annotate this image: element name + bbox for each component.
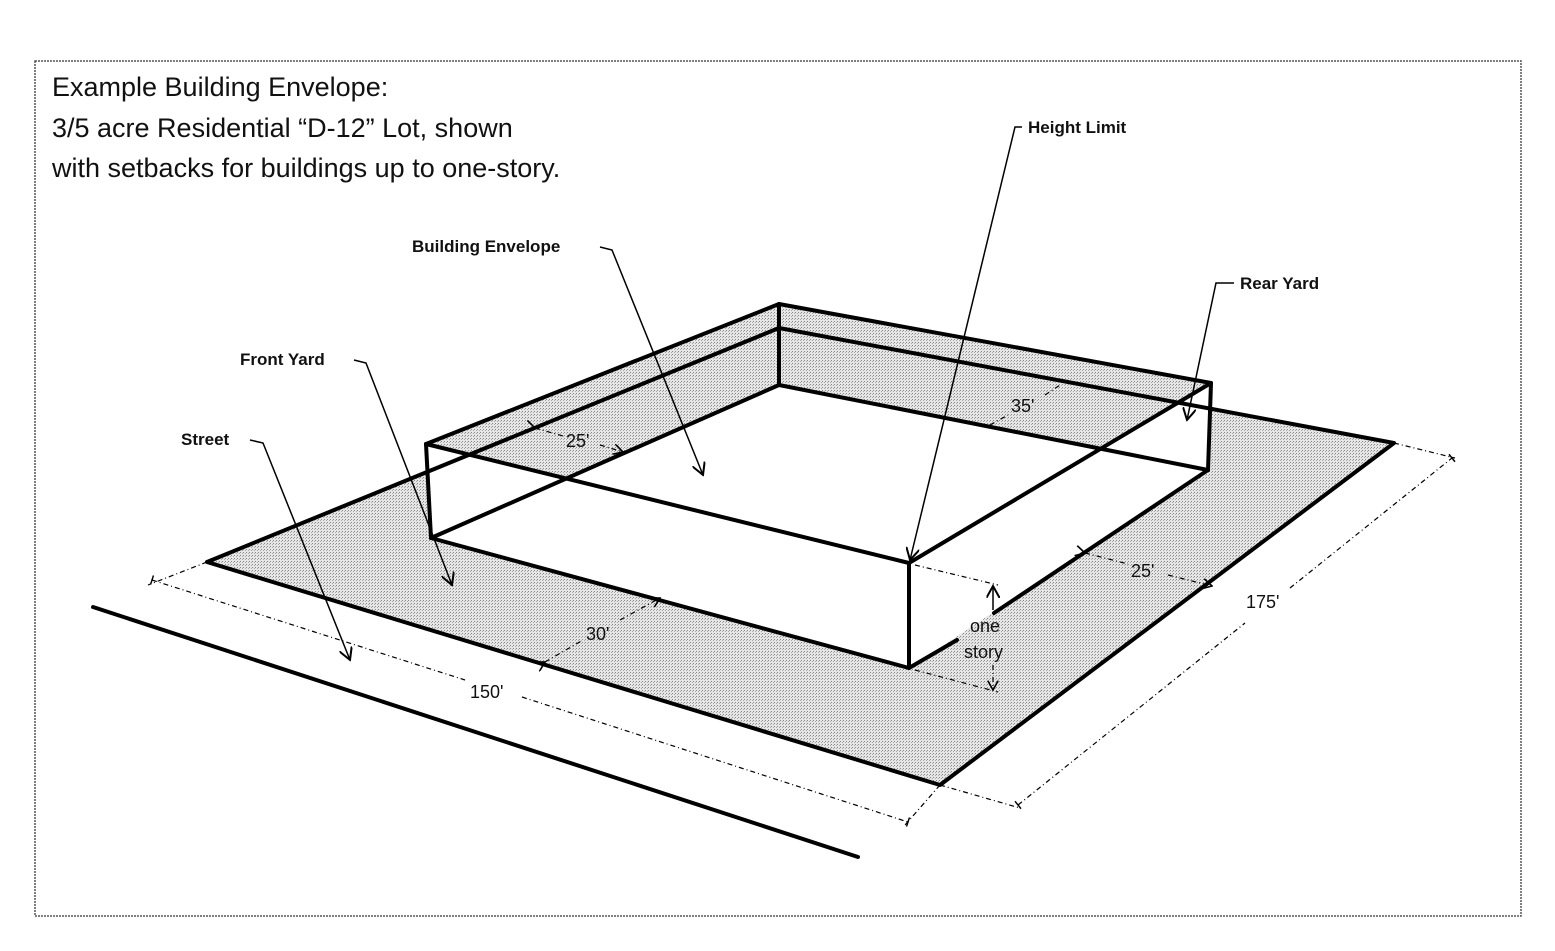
- front-yard-label: Front Yard: [240, 350, 325, 369]
- diagram-subtitle-line2: with setbacks for buildings up to one-st…: [51, 153, 560, 183]
- building-envelope-label: Building Envelope: [412, 237, 560, 256]
- height-limit-label: Height Limit: [1028, 118, 1127, 137]
- side-setback-right-label: 25': [1131, 561, 1154, 581]
- front-yard-leader: [353, 359, 452, 585]
- height-label-story: story: [964, 642, 1003, 662]
- diagram-subtitle-line1: 3/5 acre Residential “D-12” Lot, shown: [52, 113, 513, 143]
- envelope-back-wall: [779, 304, 1211, 470]
- dimension-lines: [147, 384, 1456, 827]
- lot-width-label: 150': [470, 682, 503, 702]
- rear-yard-label: Rear Yard: [1240, 274, 1319, 293]
- front-setback-label: 30': [586, 624, 609, 644]
- height-limit-leader: [910, 126, 1022, 560]
- diagram-title: Example Building Envelope:: [52, 72, 388, 102]
- street-leader: [249, 439, 350, 660]
- side-setback-left-label: 25': [566, 431, 589, 451]
- street-line: [91, 605, 860, 859]
- height-label-one: one: [970, 616, 1000, 636]
- lot-depth-label: 175': [1246, 592, 1279, 612]
- rear-setback-label: 35': [1011, 396, 1034, 416]
- street-label: Street: [181, 430, 230, 449]
- envelope-edges: [424, 302, 1213, 670]
- envelope-front-face: [426, 444, 909, 668]
- building-envelope-leader: [599, 246, 703, 475]
- rear-yard-leader: [1187, 282, 1234, 420]
- diagram-frame: [34, 60, 1522, 917]
